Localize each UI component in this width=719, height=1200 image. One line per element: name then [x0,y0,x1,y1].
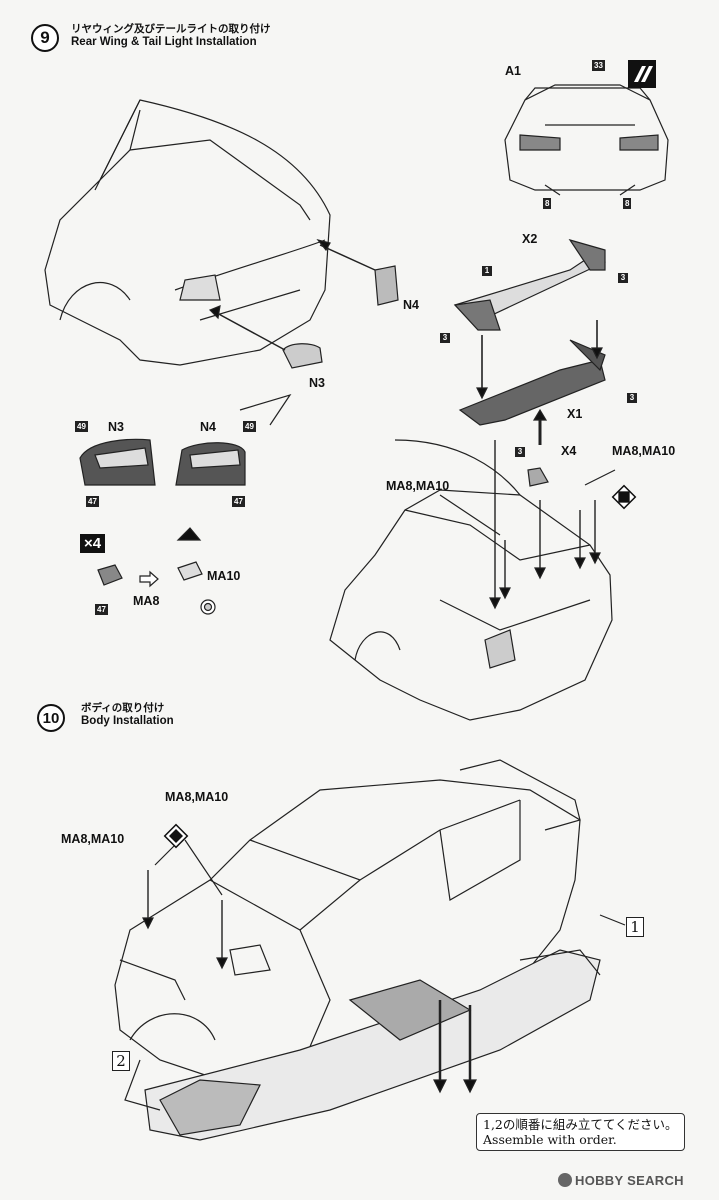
decal-47-n3: 47 [86,496,99,507]
note-jp: 1,2の順番に組み立ててください。 [483,1117,678,1132]
decal-8-right: 8 [623,198,632,209]
decal-33: 33 [592,60,605,71]
callout-n3: N3 [309,376,325,390]
step-9-badge: 9 [31,24,59,52]
color-3-x4: 3 [515,447,525,457]
order-two: 2 [112,1051,130,1071]
decal-49-n4: 49 [243,421,256,432]
step-10-title-en: Body Installation [81,715,174,727]
note-en: Assemble with order. [483,1132,617,1147]
step-10-badge: 10 [37,704,65,732]
order-one: 1 [626,917,644,937]
decal-47-n4: 47 [232,496,245,507]
assembly-note: 1,2の順番に組み立ててください。 Assemble with order. [476,1113,685,1151]
step-10-title-jp: ボディの取り付け [81,702,165,714]
callout-ma-left: MA8,MA10 [386,479,450,493]
multiplier-badge: ×4 [80,534,106,553]
callout-ma-right: MA8,MA10 [612,444,676,458]
color-1: 1 [482,266,492,276]
label-n4: N4 [200,420,216,434]
watermark: HOBBY SEARCH [558,1173,684,1188]
decal-47-magnet: 47 [95,604,108,615]
watermark-logo-icon [558,1173,572,1187]
color-3-x1: 3 [627,393,637,403]
step-10-number: 10 [42,709,60,727]
step-9-title-jp: リヤウィング及びテールライトの取り付け [71,23,271,35]
label-ma8: MA8 [133,594,160,608]
callout-ma-step10-a: MA8,MA10 [165,790,229,804]
label-n3: N3 [108,420,124,434]
decal-8-left: 8 [543,198,552,209]
label-x1: X1 [567,407,583,421]
label-x2: X2 [522,232,538,246]
callout-n4: N4 [403,298,419,312]
step-9-number: 9 [40,28,50,47]
color-3-x2-right: 3 [618,273,628,283]
watermark-text: HOBBY SEARCH [575,1173,684,1188]
color-3-x2-left: 3 [440,333,450,343]
callout-ma-step10-b: MA8,MA10 [61,832,125,846]
step-9-title-en: Rear Wing & Tail Light Installation [71,36,257,48]
label-x4: X4 [561,444,577,458]
decal-49-n3: 49 [75,421,88,432]
label-a1: A1 [505,64,521,78]
label-ma10: MA10 [207,569,241,583]
